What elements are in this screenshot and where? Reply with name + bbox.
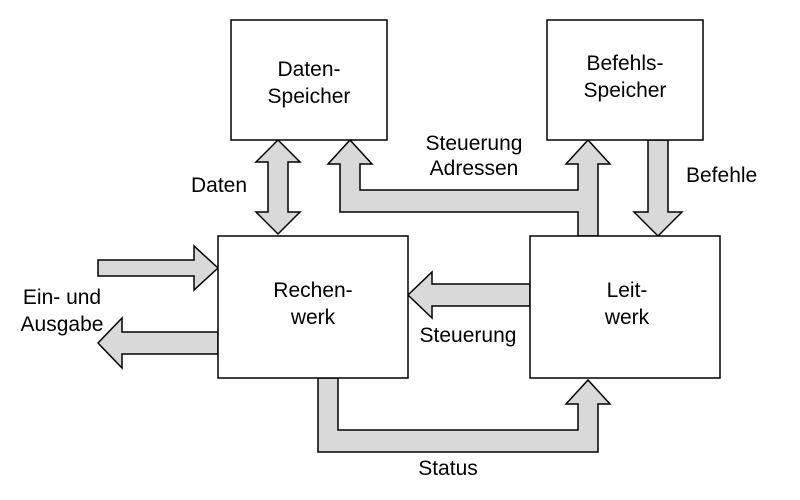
status-label: Status — [418, 457, 478, 480]
ein-ausgabe-label-line1: Ein- und — [23, 286, 101, 309]
ausgabe-arrow — [96, 316, 219, 370]
steuerung-label: Steuerung — [420, 324, 517, 347]
befehle-label: Befehle — [686, 164, 757, 187]
rechenwerk-label-line2: werk — [290, 306, 336, 329]
daten-speicher-label-line2: Speicher — [268, 85, 351, 108]
leitwerk-block: Leit- werk — [529, 235, 721, 379]
daten-bidirectional-arrow — [254, 138, 302, 236]
daten-label: Daten — [191, 174, 247, 197]
befehls-speicher-block: Befehls- Speicher — [546, 19, 704, 141]
steuerung-adressen-arrow — [326, 138, 612, 237]
leitwerk-label-line1: Leit- — [607, 279, 648, 302]
steuerung-arrow — [406, 270, 531, 320]
daten-speicher-block: Daten- Speicher — [230, 19, 388, 141]
rechenwerk-block: Rechen- werk — [217, 235, 409, 379]
befehls-speicher-label-line1: Befehls- — [586, 52, 663, 75]
leitwerk-label-line2: werk — [604, 306, 650, 329]
rechenwerk-label-line1: Rechen- — [273, 279, 352, 302]
ein-ausgabe-label-line2: Ausgabe — [21, 313, 104, 336]
daten-speicher-label-line1: Daten- — [277, 58, 340, 81]
steuerung-adressen-label-line2: Adressen — [430, 157, 519, 180]
steuerung-adressen-label-line1: Steuerung — [426, 132, 523, 155]
befehle-arrow — [632, 139, 684, 238]
befehls-speicher-label-line2: Speicher — [584, 79, 667, 102]
eingabe-arrow — [97, 244, 220, 292]
status-arrow — [317, 377, 612, 453]
